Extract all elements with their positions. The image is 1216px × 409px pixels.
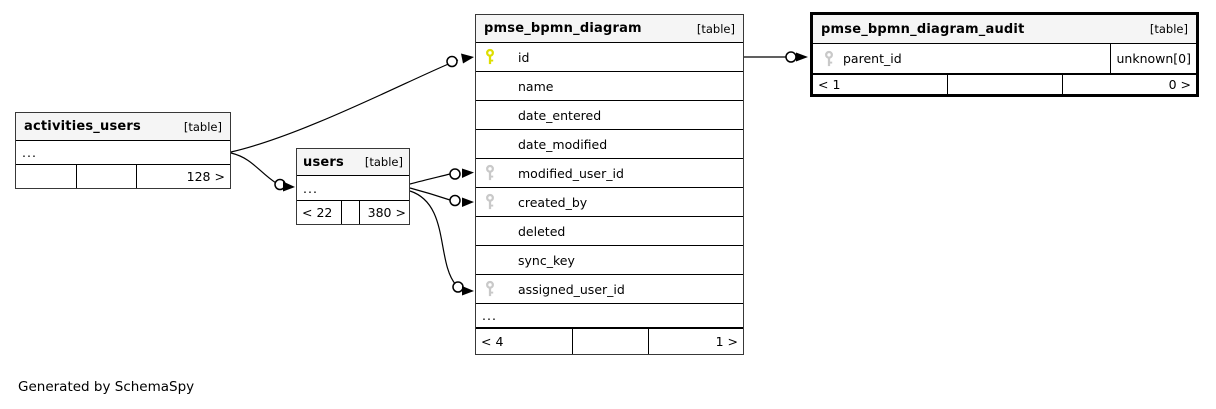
edge-arrowhead bbox=[796, 52, 808, 62]
table-type-label: [table] bbox=[696, 21, 735, 36]
edge-circle-marker bbox=[449, 168, 461, 180]
generator-note: Generated by SchemaSpy bbox=[18, 379, 195, 395]
column-row: date_entered bbox=[476, 101, 743, 130]
footer-cell-children-count: 128 > bbox=[135, 165, 230, 188]
table-footer: < 1 0 > bbox=[813, 74, 1196, 94]
edge-arrowhead bbox=[461, 53, 474, 64]
table-pmse-bpmn-diagram-audit[interactable]: pmse_bpmn_diagram_audit [table] parent_i… bbox=[810, 12, 1199, 97]
table-title: activities_users bbox=[24, 119, 141, 134]
column-name: deleted bbox=[518, 223, 566, 239]
column-name: date_modified bbox=[518, 136, 608, 152]
table-header: pmse_bpmn_diagram_audit [table] bbox=[813, 15, 1196, 44]
table-header: pmse_bpmn_diagram [table] bbox=[476, 15, 743, 43]
primary-key-icon bbox=[486, 48, 494, 65]
column-row-assigned-user-id: assigned_user_id bbox=[476, 275, 743, 304]
column-name: assigned_user_id bbox=[518, 281, 625, 297]
edge-arrowhead bbox=[462, 168, 474, 178]
footer-cell-parents-count: < 4 bbox=[481, 334, 504, 349]
column-name: id bbox=[518, 49, 530, 65]
ellipsis-columns: ... bbox=[482, 308, 497, 323]
footer-cell bbox=[947, 75, 1062, 94]
footer-cell bbox=[572, 329, 648, 354]
column-row: date_modified bbox=[476, 130, 743, 159]
column-name: sync_key bbox=[518, 252, 575, 268]
edge-circle-marker bbox=[449, 194, 461, 207]
edge-circle-marker bbox=[785, 51, 797, 63]
table-header: users [table] bbox=[297, 149, 409, 176]
relationship-edge bbox=[409, 173, 451, 185]
table-header: activities_users [table] bbox=[16, 113, 230, 141]
footer-cell-children-count: 0 > bbox=[1061, 75, 1196, 94]
column-row: name bbox=[476, 72, 743, 101]
column-name: name bbox=[518, 78, 554, 94]
footer-cell bbox=[340, 201, 359, 224]
ellipsis-columns: ... bbox=[303, 180, 318, 196]
ellipsis-columns: ... bbox=[22, 145, 37, 160]
column-row-parent-id: parent_id unknown[0] bbox=[813, 44, 1196, 74]
column-name: date_entered bbox=[518, 107, 602, 123]
table-title: pmse_bpmn_diagram_audit bbox=[821, 21, 1025, 37]
column-name: created_by bbox=[518, 194, 588, 210]
footer-cell-children-count: 380 > bbox=[358, 201, 409, 224]
column-row-created-by: created_by bbox=[476, 188, 743, 217]
relationship-edge bbox=[409, 190, 457, 286]
column-name: parent_id bbox=[843, 51, 902, 66]
edge-circle-marker bbox=[446, 55, 458, 68]
table-type-label: [table] bbox=[364, 155, 403, 169]
relationship-edge bbox=[230, 59, 459, 153]
table-type-label: [table] bbox=[1149, 22, 1188, 36]
table-pmse-bpmn-diagram[interactable]: pmse_bpmn_diagram [table] id name date_e… bbox=[475, 14, 744, 355]
column-type-value: unknown[0] bbox=[1110, 44, 1196, 73]
relationship-edge bbox=[409, 187, 451, 201]
footer-cell-children-count: 1 > bbox=[648, 329, 743, 354]
column-row: ... bbox=[476, 304, 743, 328]
foreign-key-icon bbox=[486, 280, 494, 297]
table-footer: 128 > bbox=[16, 165, 230, 188]
table-users[interactable]: users [table] ... < 22 380 > bbox=[296, 148, 410, 225]
column-row: ... bbox=[297, 176, 409, 201]
footer-cell bbox=[16, 165, 76, 188]
edge-arrowhead bbox=[283, 181, 295, 192]
footer-cell-parents-count: < 22 bbox=[302, 205, 333, 220]
column-row: deleted bbox=[476, 217, 743, 246]
foreign-key-icon bbox=[486, 164, 494, 181]
edge-circle-marker bbox=[452, 281, 464, 293]
table-type-label: [table] bbox=[183, 119, 222, 134]
column-row-modified-user-id: modified_user_id bbox=[476, 159, 743, 188]
relationship-edge bbox=[230, 152, 277, 184]
column-row: ... bbox=[16, 141, 230, 165]
table-footer: < 4 1 > bbox=[476, 328, 743, 354]
table-footer: < 22 380 > bbox=[297, 201, 409, 224]
table-title: pmse_bpmn_diagram bbox=[484, 21, 642, 36]
column-row-id: id bbox=[476, 43, 743, 72]
edge-arrowhead bbox=[462, 197, 474, 207]
footer-cell bbox=[75, 165, 136, 188]
table-activities-users[interactable]: activities_users [table] ... 128 > bbox=[15, 112, 231, 189]
column-row: sync_key bbox=[476, 246, 743, 275]
footer-cell-parents-count: < 1 bbox=[818, 77, 841, 92]
foreign-key-icon bbox=[825, 50, 833, 66]
table-title: users bbox=[303, 154, 344, 170]
foreign-key-icon bbox=[486, 193, 494, 210]
column-name: modified_user_id bbox=[518, 165, 624, 181]
edge-arrowhead bbox=[462, 286, 474, 296]
